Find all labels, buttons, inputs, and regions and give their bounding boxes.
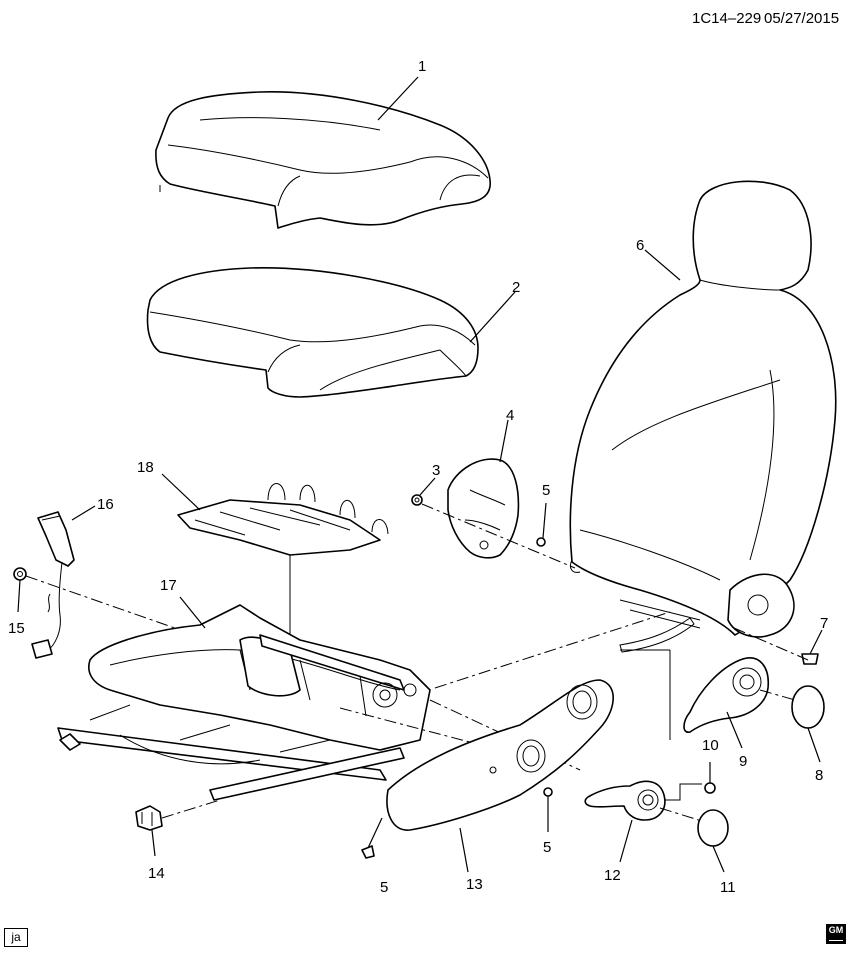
callout-8: 8 — [815, 767, 823, 784]
part-5-bolt-middle — [543, 787, 553, 797]
part-5-bolt-upper — [536, 537, 546, 547]
gm-logo-text: GM — [828, 925, 844, 935]
part-14-clip — [135, 805, 163, 831]
part-6-seat-back — [569, 180, 837, 653]
leader-1 — [377, 76, 419, 121]
callout-17: 17 — [160, 577, 177, 594]
leader-17 — [179, 596, 206, 629]
callout-16: 16 — [97, 496, 114, 513]
part-9-recliner-handle — [683, 657, 769, 733]
part-12-lever — [584, 780, 666, 821]
part-18-spring-mat — [177, 483, 389, 650]
leader-13 — [459, 827, 469, 873]
leader-9 — [726, 711, 743, 749]
leader-4 — [499, 419, 509, 463]
callout-4: 4 — [506, 407, 514, 424]
leader-16 — [71, 505, 96, 521]
callout-5-middle: 5 — [543, 839, 551, 856]
callout-18: 18 — [137, 459, 154, 476]
diagram-date: 05/27/2015 — [764, 10, 839, 27]
callout-14: 14 — [148, 865, 165, 882]
part-10-nut — [704, 782, 716, 794]
leader-3 — [419, 477, 436, 496]
callout-9: 9 — [739, 753, 747, 770]
part-16-belt-buckle — [31, 511, 75, 659]
callout-5-lower: 5 — [380, 879, 388, 896]
ja-tag: ja — [4, 928, 28, 947]
leader-14 — [151, 829, 156, 857]
leader-2 — [469, 291, 516, 343]
part-13-side-trim — [386, 679, 614, 831]
callout-12: 12 — [604, 867, 621, 884]
leader-11 — [712, 845, 725, 873]
part-15-nut — [13, 567, 27, 581]
part-17-seat-frame — [57, 604, 431, 801]
callout-10: 10 — [702, 737, 719, 754]
callout-11: 11 — [720, 879, 736, 896]
part-3-nut — [411, 494, 423, 506]
part-11-cap — [697, 809, 729, 847]
leader-6 — [644, 249, 681, 281]
diagram-id: 1C14–229 — [692, 10, 761, 27]
callout-2: 2 — [512, 279, 520, 296]
leader-5-upper — [542, 502, 547, 539]
leader-7 — [809, 629, 823, 655]
part-7-bolt — [801, 653, 819, 665]
callout-3: 3 — [432, 462, 440, 479]
callout-13: 13 — [466, 876, 483, 893]
leader-12 — [619, 819, 633, 863]
part-8-cap — [791, 685, 825, 729]
part-1-cushion-cover — [155, 91, 491, 229]
leader-8 — [807, 727, 821, 763]
callout-1: 1 — [418, 58, 426, 75]
part-2-cushion-pad — [146, 267, 479, 398]
part-4-side-shield — [447, 458, 520, 559]
leader-15 — [17, 579, 21, 613]
gm-logo: GM — [826, 924, 846, 944]
callout-15: 15 — [8, 620, 25, 637]
callout-7: 7 — [820, 615, 828, 632]
leader-18 — [161, 473, 201, 511]
callout-5-upper: 5 — [542, 482, 550, 499]
leader-5-lower — [367, 817, 383, 849]
callout-6: 6 — [636, 237, 644, 254]
